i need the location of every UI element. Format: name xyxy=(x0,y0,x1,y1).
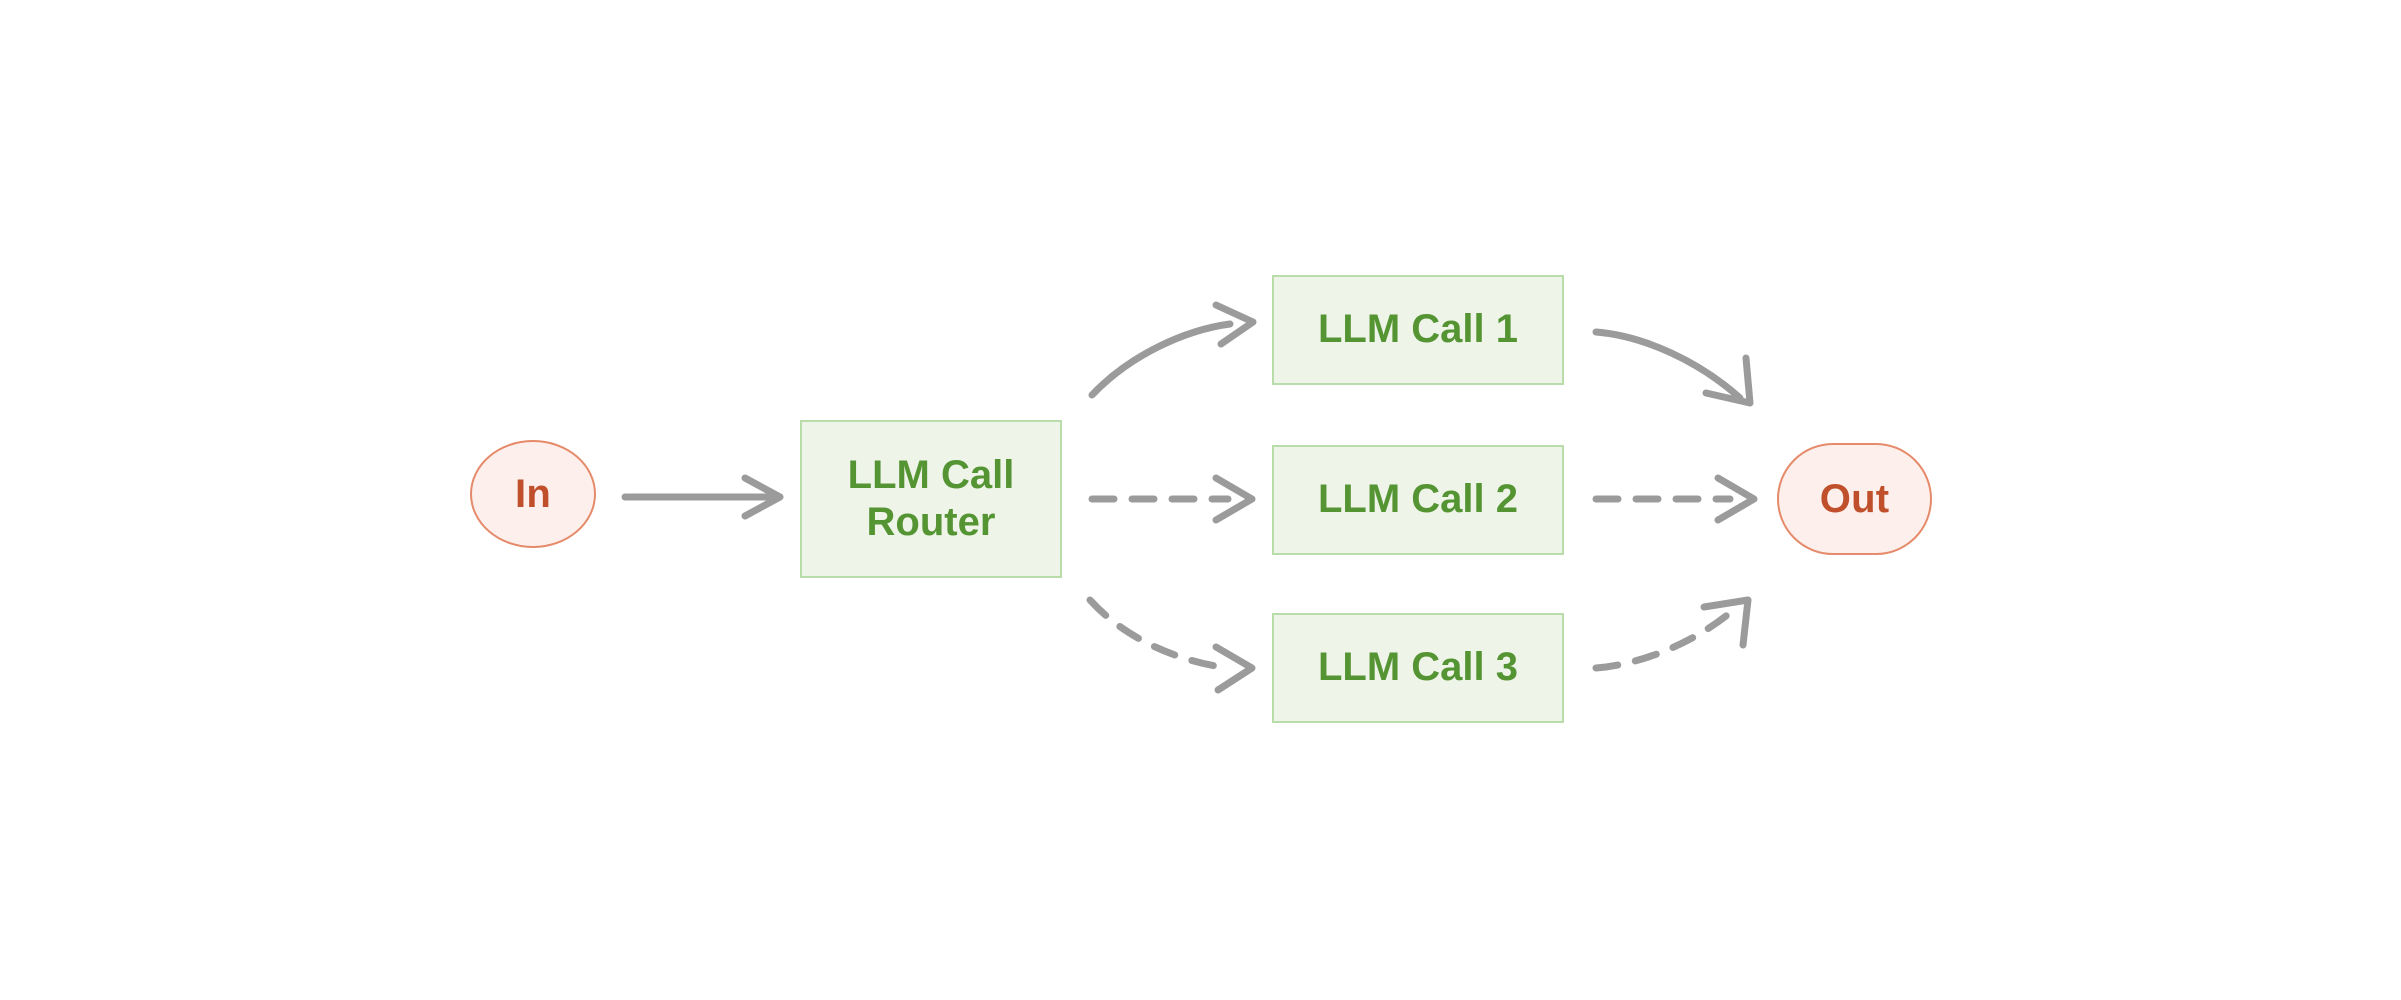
node-out[interactable]: Out xyxy=(1777,443,1932,555)
node-out-label: Out xyxy=(1819,476,1890,521)
edge-router-to-call-3 xyxy=(1086,596,1256,694)
edge-in-to-router xyxy=(621,474,784,520)
node-llm-call-2[interactable]: LLM Call 2 xyxy=(1272,445,1564,555)
node-llm-call-3[interactable]: LLM Call 3 xyxy=(1272,613,1564,723)
node-call-2-label: LLM Call 2 xyxy=(1317,477,1519,522)
node-call-3-label: LLM Call 3 xyxy=(1317,645,1519,690)
edge-call-2-to-out xyxy=(1592,474,1758,524)
node-router-label: LLM Call Router xyxy=(848,452,1015,546)
edge-call-1-to-out xyxy=(1592,328,1754,407)
node-call-1-label: LLM Call 1 xyxy=(1317,307,1519,352)
node-in[interactable]: In xyxy=(470,440,596,548)
node-llm-call-router[interactable]: LLM Call Router xyxy=(800,420,1062,578)
edge-router-to-call-2 xyxy=(1088,474,1256,524)
node-router-label-line-1: LLM Call xyxy=(847,452,1015,497)
node-router-label-line-2: Router xyxy=(866,500,996,544)
node-llm-call-1[interactable]: LLM Call 1 xyxy=(1272,275,1564,385)
edge-router-to-call-1 xyxy=(1088,301,1257,399)
edge-call-3-to-out xyxy=(1592,596,1752,672)
node-in-label: In xyxy=(515,471,551,516)
